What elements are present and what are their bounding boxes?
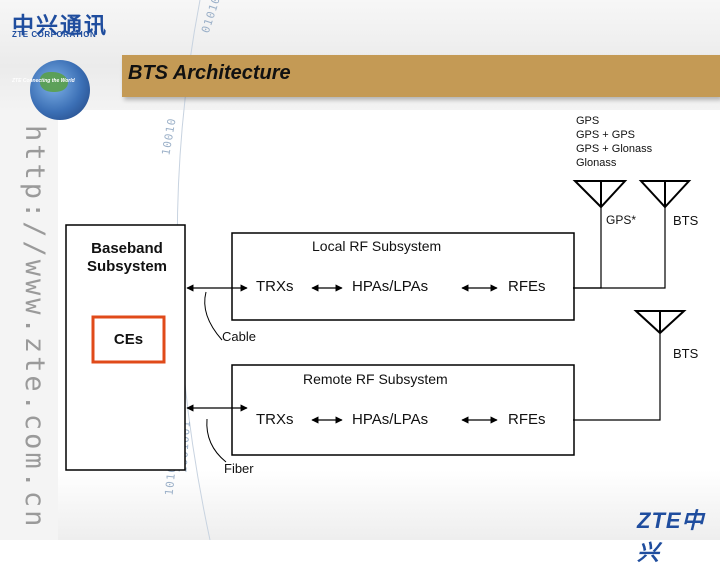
remote-rfes-label: RFEs (508, 411, 546, 428)
gnss-item: GPS + Glonass (576, 143, 653, 155)
ces-box (91, 315, 166, 364)
bts-top-label: BTS (673, 213, 699, 228)
gnss-item: GPS (576, 115, 600, 127)
bts-diagram (65, 180, 692, 471)
fiber-label: Fiber (224, 461, 254, 476)
local-rf-subsystem-box (231, 232, 575, 321)
left-strip (0, 110, 58, 540)
logo-chinese: 中兴通讯 (12, 13, 109, 38)
bts-mid-label: BTS (673, 346, 699, 361)
remote-trxs-label: TRXs (256, 411, 294, 428)
local-rfe-to-bts-antenna (573, 207, 666, 289)
remote-rfe-to-bts-antenna (573, 333, 661, 421)
local-rfe-to-gps-antenna (573, 207, 602, 289)
local-rf-subsystem-label: Local RF Subsystem (312, 238, 442, 254)
url-watermark: http://www.zte.com.cn (19, 125, 50, 530)
cable-callout (204, 291, 223, 341)
gps-antenna-label: GPS* (606, 213, 637, 227)
bts-antenna-mid-icon (633, 310, 687, 335)
bts-antenna-top-icon (638, 180, 692, 209)
remote-rf-subsystem-box (231, 364, 575, 456)
baseband-subsystem-label: Baseband Subsystem (86, 240, 168, 275)
local-rfes-label: RFEs (508, 278, 546, 295)
footer-background (58, 470, 720, 540)
remote-rf-subsystem-label: Remote RF Subsystem (303, 371, 448, 387)
globe-land (40, 72, 68, 92)
local-trxs-label: TRXs (256, 278, 294, 295)
globe-tagline: ZTE Connecting the World (12, 78, 75, 84)
gps-antenna-icon (572, 180, 628, 209)
local-hpas-label: HPAs/LPAs (352, 278, 429, 295)
gnss-item: Glonass (576, 157, 617, 169)
footer-logo: ZTE中兴 (637, 508, 705, 565)
gnss-list: GPS GPS + GPS GPS + Glonass Glonass (576, 114, 652, 170)
remote-hpas-label: HPAs/LPAs (352, 411, 429, 428)
cable-label: Cable (222, 329, 256, 344)
gnss-item: GPS + GPS (576, 129, 635, 141)
slide-title: BTS Architecture (128, 62, 291, 84)
title-bar (122, 55, 720, 97)
fiber-callout (206, 418, 227, 463)
ces-label: CEs (113, 331, 144, 348)
logo-english: ZTE CORPORATION (12, 30, 97, 39)
